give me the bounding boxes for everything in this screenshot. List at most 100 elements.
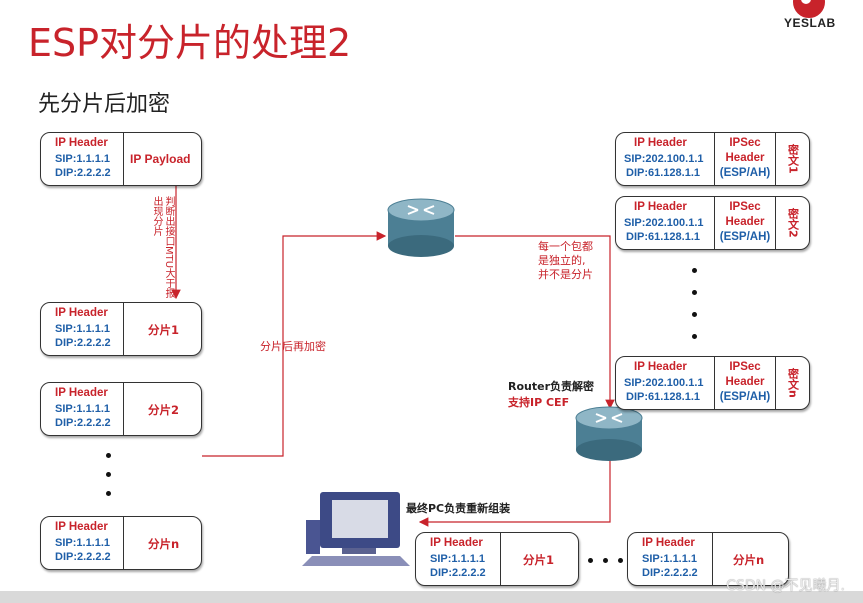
ellipsis-dot [106,453,111,458]
ipsec-header-cell: IPSec Header (ESP/AH) [715,133,776,185]
dip-text: DIP:2.2.2.2 [430,567,486,579]
ellipsis-dot [106,491,111,496]
logo-mark [801,0,811,4]
router-icon-2 [575,406,643,461]
sip-text: SIP:1.1.1.1 [55,537,111,549]
arrow-to-router1 [202,231,387,457]
dip-text: DIP:2.2.2.2 [55,417,111,429]
fragment-cell: 分片2 [124,383,201,435]
page-title: ESP对分片的处理2 [28,21,352,65]
dip-text: DIP:2.2.2.2 [55,337,111,349]
ip-header-cell: IP Header SIP:202.100.1.1 DIP:61.128.1.1 [616,357,715,409]
router-icon-1 [387,198,455,257]
dip-text: DIP:2.2.2.2 [55,551,111,563]
packet-frag1: IP Header SIP:1.1.1.1 DIP:2.2.2.2 分片1 [40,302,202,356]
ip-header-cell: IP Header SIP:202.100.1.1 DIP:61.128.1.1 [616,133,715,185]
ellipsis-dot [692,290,697,295]
sip-text: SIP:1.1.1.1 [430,553,486,565]
sip-text: SIP:202.100.1.1 [624,377,704,389]
fragment-label: 分片1 [148,323,180,337]
header-label: Header [725,376,765,388]
ipsec-label: IPSec [729,361,761,373]
ip-header-cell: IP Header SIP:202.100.1.1 DIP:61.128.1.1 [616,197,715,249]
esp-ah-label: (ESP/AH) [719,231,771,243]
packet-fragn: IP Header SIP:1.1.1.1 DIP:2.2.2.2 分片n [40,516,202,570]
header-label: Header [725,152,765,164]
ip-header-label: IP Header [55,521,108,533]
ellipsis-dot [618,558,623,563]
ip-header-label: IP Header [55,307,108,319]
sip-text: SIP:202.100.1.1 [624,217,704,229]
cipher-label: 密文n [786,368,800,398]
sip-text: SIP:1.1.1.1 [55,153,111,165]
cipher-label: 密文1 [786,144,800,174]
ip-header-cell: IP Header SIP:1.1.1.1 DIP:2.2.2.2 [41,133,124,185]
cipher-cell: 密文1 [776,133,809,185]
sip-text: SIP:1.1.1.1 [55,403,111,415]
header-label: Header [725,216,765,228]
cipher-cell: 密文n [776,357,809,409]
dip-text: DIP:61.128.1.1 [626,167,700,179]
ip-header-cell: IP Header SIP:1.1.1.1 DIP:2.2.2.2 [416,533,501,585]
ip-header-label: IP Header [430,537,483,549]
sip-text: SIP:1.1.1.1 [55,323,111,335]
note-independent-line1: 每一个包都 [538,240,593,253]
ellipsis-dot [692,334,697,339]
ip-header-label: IP Header [634,361,687,373]
ellipsis-dot [692,268,697,273]
ip-header-cell: IP Header SIP:1.1.1.1 DIP:2.2.2.2 [41,383,124,435]
fragment-label: 分片2 [148,403,180,417]
ellipsis-dot [106,472,111,477]
ip-header-label: IP Header [634,137,687,149]
watermark: CSDN @不见曦月. [726,578,845,594]
note-router-cef: 支持IP CEF [508,396,570,409]
arrow-to-router2 [455,235,615,410]
fragment-label: 分片n [148,537,180,551]
fragment-cell: 分片1 [501,533,578,585]
ipsec-label: IPSec [729,137,761,149]
esp-ah-label: (ESP/AH) [719,391,771,403]
note-independent-line3: 并不是分片 [538,268,593,281]
fragment-cell: 分片n [124,517,201,569]
ip-payload-label: IP Payload [130,152,191,166]
dip-text: DIP:61.128.1.1 [626,231,700,243]
fragment-label: 分片n [733,553,765,567]
ip-header-cell: IP Header SIP:1.1.1.1 DIP:2.2.2.2 [628,533,713,585]
sip-text: SIP:202.100.1.1 [624,153,704,165]
ipsec-label: IPSec [729,201,761,213]
note-pc-reassemble: 最终PC负责重新组装 [406,502,511,515]
dip-text: DIP:2.2.2.2 [55,167,111,179]
page-subtitle: 先分片后加密 [38,92,171,117]
ip-header-label: IP Header [634,201,687,213]
ip-header-label: IP Header [642,537,695,549]
note-router-decrypt: Router负责解密 [508,380,595,393]
ip-header-cell: IP Header SIP:1.1.1.1 DIP:2.2.2.2 [41,517,124,569]
arrow-to-pc [418,452,611,527]
fragment-cell: 分片n [713,533,788,585]
note-independent-line2: 是独立的, [538,254,586,267]
ipsec-header-cell: IPSec Header (ESP/AH) [715,197,776,249]
ip-header-label: IP Header [55,137,108,149]
pc-icon [302,492,410,566]
esp-ah-label: (ESP/AH) [719,167,771,179]
packet-frag2: IP Header SIP:1.1.1.1 DIP:2.2.2.2 分片2 [40,382,202,436]
packet-cipher1: IP Header SIP:202.100.1.1 DIP:61.128.1.1… [615,132,810,186]
packet-reassembled-fragn: IP Header SIP:1.1.1.1 DIP:2.2.2.2 分片n [627,532,789,586]
ellipsis-dot [603,558,608,563]
packet-ciphern: IP Header SIP:202.100.1.1 DIP:61.128.1.1… [615,356,810,410]
packet-cipher2: IP Header SIP:202.100.1.1 DIP:61.128.1.1… [615,196,810,250]
sip-text: SIP:1.1.1.1 [642,553,698,565]
payload-cell: IP Payload [124,133,201,185]
note-mtu-fragment: 判断出接口MTU大于报出现分片 [151,196,174,299]
dip-text: DIP:61.128.1.1 [626,391,700,403]
packet-reassembled-frag1: IP Header SIP:1.1.1.1 DIP:2.2.2.2 分片1 [415,532,579,586]
logo-text: YESLAB [784,16,836,30]
cipher-cell: 密文2 [776,197,809,249]
bottom-bar [0,591,863,603]
ellipsis-dot [588,558,593,563]
dip-text: DIP:2.2.2.2 [642,567,698,579]
fragment-label: 分片1 [523,553,555,567]
ip-header-label: IP Header [55,387,108,399]
packet-original: IP Header SIP:1.1.1.1 DIP:2.2.2.2 IP Pay… [40,132,202,186]
